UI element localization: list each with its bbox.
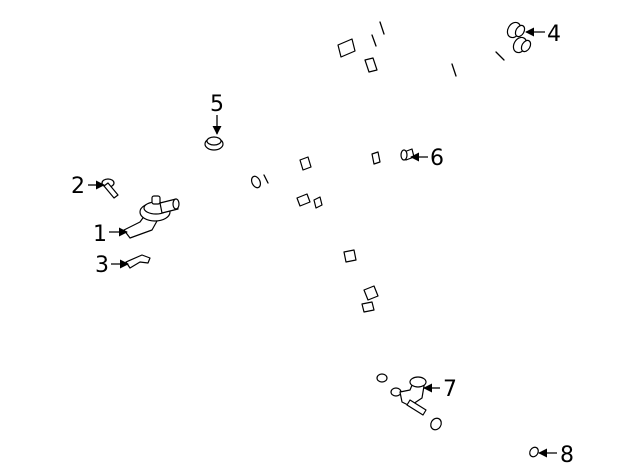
heater-hose-upper — [250, 13, 532, 189]
control-valve — [390, 376, 427, 416]
callout-5: 5 — [210, 92, 224, 117]
callout-3: 3 — [95, 253, 109, 278]
bracket — [125, 254, 151, 269]
callout-6: 6 — [430, 146, 444, 171]
callout-7: 7 — [443, 377, 457, 402]
callout-8: 8 — [560, 443, 574, 468]
hose-clamp — [204, 136, 224, 151]
bolt — [101, 178, 119, 199]
valve-assembly — [123, 195, 180, 239]
heater-tube-lower — [296, 148, 415, 383]
callout-1: 1 — [93, 222, 107, 247]
callout-2: 2 — [71, 174, 85, 199]
bypass-hose — [430, 417, 539, 458]
callout-4: 4 — [547, 22, 561, 47]
